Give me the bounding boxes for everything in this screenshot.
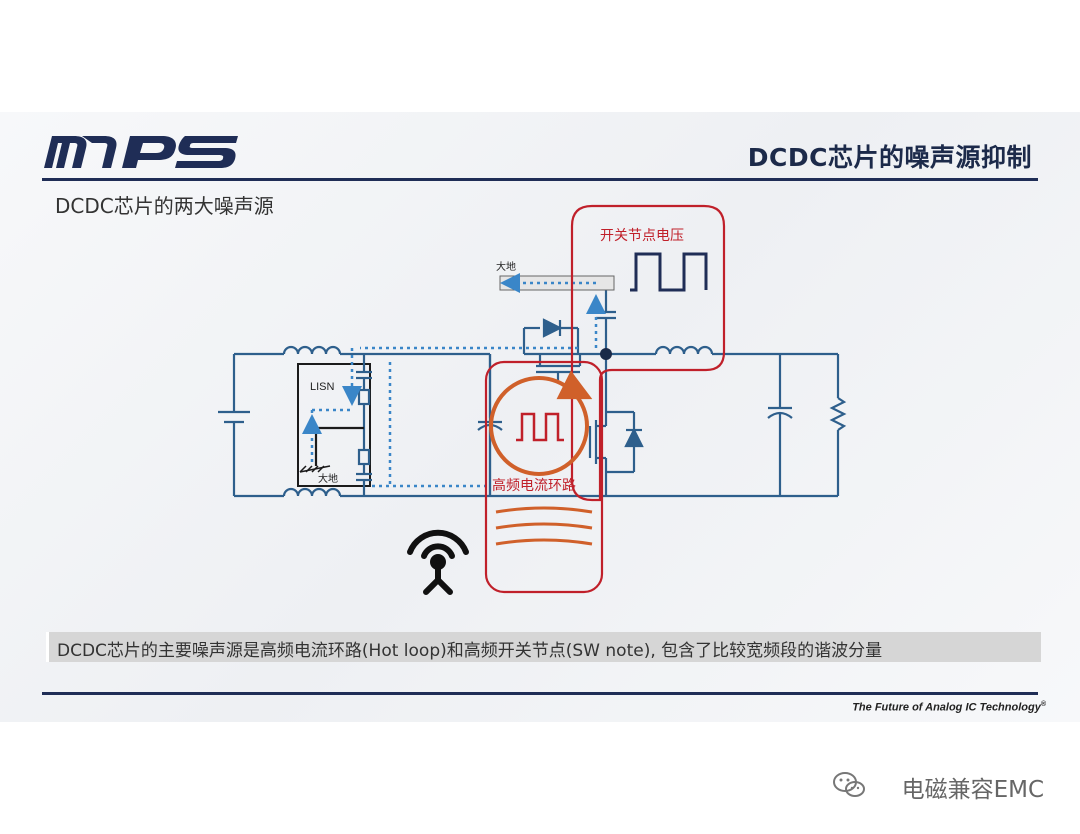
hot-loop-highlight bbox=[484, 360, 604, 594]
switch-node-highlight bbox=[570, 204, 726, 502]
switch-node-waveform bbox=[630, 252, 708, 292]
input-inductor-top bbox=[282, 345, 342, 355]
header-divider bbox=[42, 178, 1038, 181]
lisn-box bbox=[297, 363, 371, 487]
switch-node-label: 开关节点电压 bbox=[600, 228, 684, 244]
ground-label-top: 大地 bbox=[496, 260, 516, 273]
load-resistor bbox=[829, 354, 847, 496]
hot-loop-circle bbox=[489, 376, 589, 476]
output-inductor bbox=[654, 345, 714, 355]
footer-tagline: The Future of Analog IC Technology® bbox=[852, 701, 1046, 714]
hot-loop-label: 高频电流环路 bbox=[492, 477, 576, 494]
slide-background bbox=[0, 112, 1080, 722]
slide-title: DCDC芯片的噪声源抑制 bbox=[747, 143, 1032, 172]
caption-bar: DCDC芯片的主要噪声源是高频电流环路(Hot loop)和高频开关节点(SW … bbox=[46, 632, 1041, 662]
antenna-icon bbox=[407, 529, 469, 595]
ground-label-lisn: 大地 bbox=[318, 472, 338, 485]
hot-loop-waveform bbox=[516, 412, 564, 442]
input-inductor-bottom bbox=[282, 487, 342, 497]
wechat-icon bbox=[833, 772, 865, 797]
registered-mark: ® bbox=[1040, 701, 1046, 708]
slide-subtitle: DCDC芯片的两大噪声源 bbox=[55, 194, 274, 218]
watermark-text: 电磁兼容EMC bbox=[901, 777, 1044, 803]
lisn-ground-symbol bbox=[299, 465, 331, 473]
radiation-arcs bbox=[495, 506, 593, 546]
bootstrap-diode bbox=[542, 318, 563, 338]
footer-divider bbox=[42, 692, 1038, 695]
high-side-mosfet bbox=[536, 354, 582, 380]
output-capacitor bbox=[767, 354, 793, 496]
caption-text: DCDC芯片的主要噪声源是高频电流环路(Hot loop)和高频开关节点(SW … bbox=[57, 641, 883, 661]
lisn-label: LISN bbox=[310, 381, 335, 393]
switch-node-dot bbox=[600, 348, 612, 360]
body-diode bbox=[624, 427, 644, 448]
input-battery-symbol bbox=[218, 354, 250, 496]
common-mode-current-path bbox=[302, 273, 606, 488]
tagline-text: The Future of Analog IC Technology bbox=[852, 701, 1041, 714]
low-side-mosfet bbox=[588, 416, 608, 464]
mps-logo bbox=[44, 136, 238, 168]
